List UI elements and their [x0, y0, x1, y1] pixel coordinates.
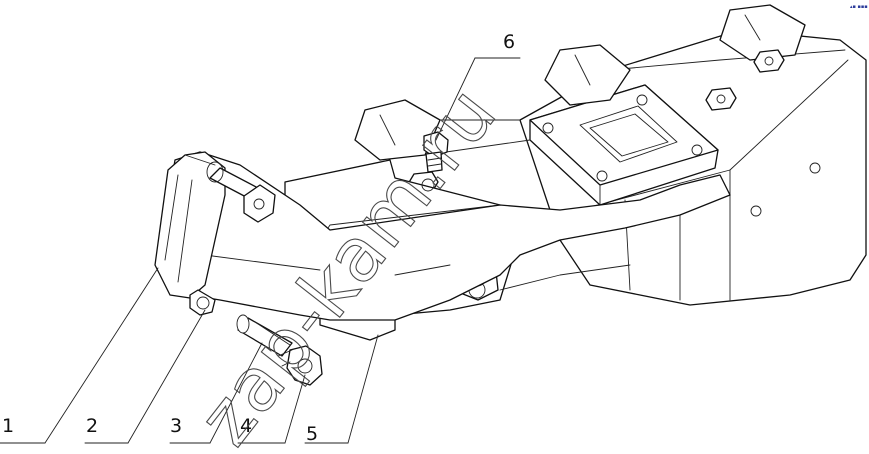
leader-lines — [0, 57, 521, 444]
callout-5: 5 — [306, 423, 318, 445]
bolt-nut-icon — [705, 87, 737, 111]
callout-2: 2 — [86, 415, 98, 437]
callout-3: 3 — [170, 415, 182, 437]
flange-bolt — [277, 345, 323, 386]
manifold-runners — [354, 4, 806, 161]
callout-labels: 1 2 3 4 5 6 — [2, 31, 515, 445]
lower-boss — [189, 289, 216, 316]
top-stud-bolt — [423, 131, 449, 173]
elbow-stud — [206, 161, 276, 223]
callout-1: 1 — [2, 415, 14, 437]
turbo-flange — [529, 84, 719, 206]
callout-4: 4 — [240, 415, 252, 437]
bolt-nut-icon — [243, 184, 276, 223]
dowel-pin — [236, 314, 293, 357]
callout-6: 6 — [503, 31, 515, 53]
bolt-nut-icon — [753, 49, 785, 73]
corner-mark: ▴▪ ▪▪▪ — [850, 4, 868, 10]
